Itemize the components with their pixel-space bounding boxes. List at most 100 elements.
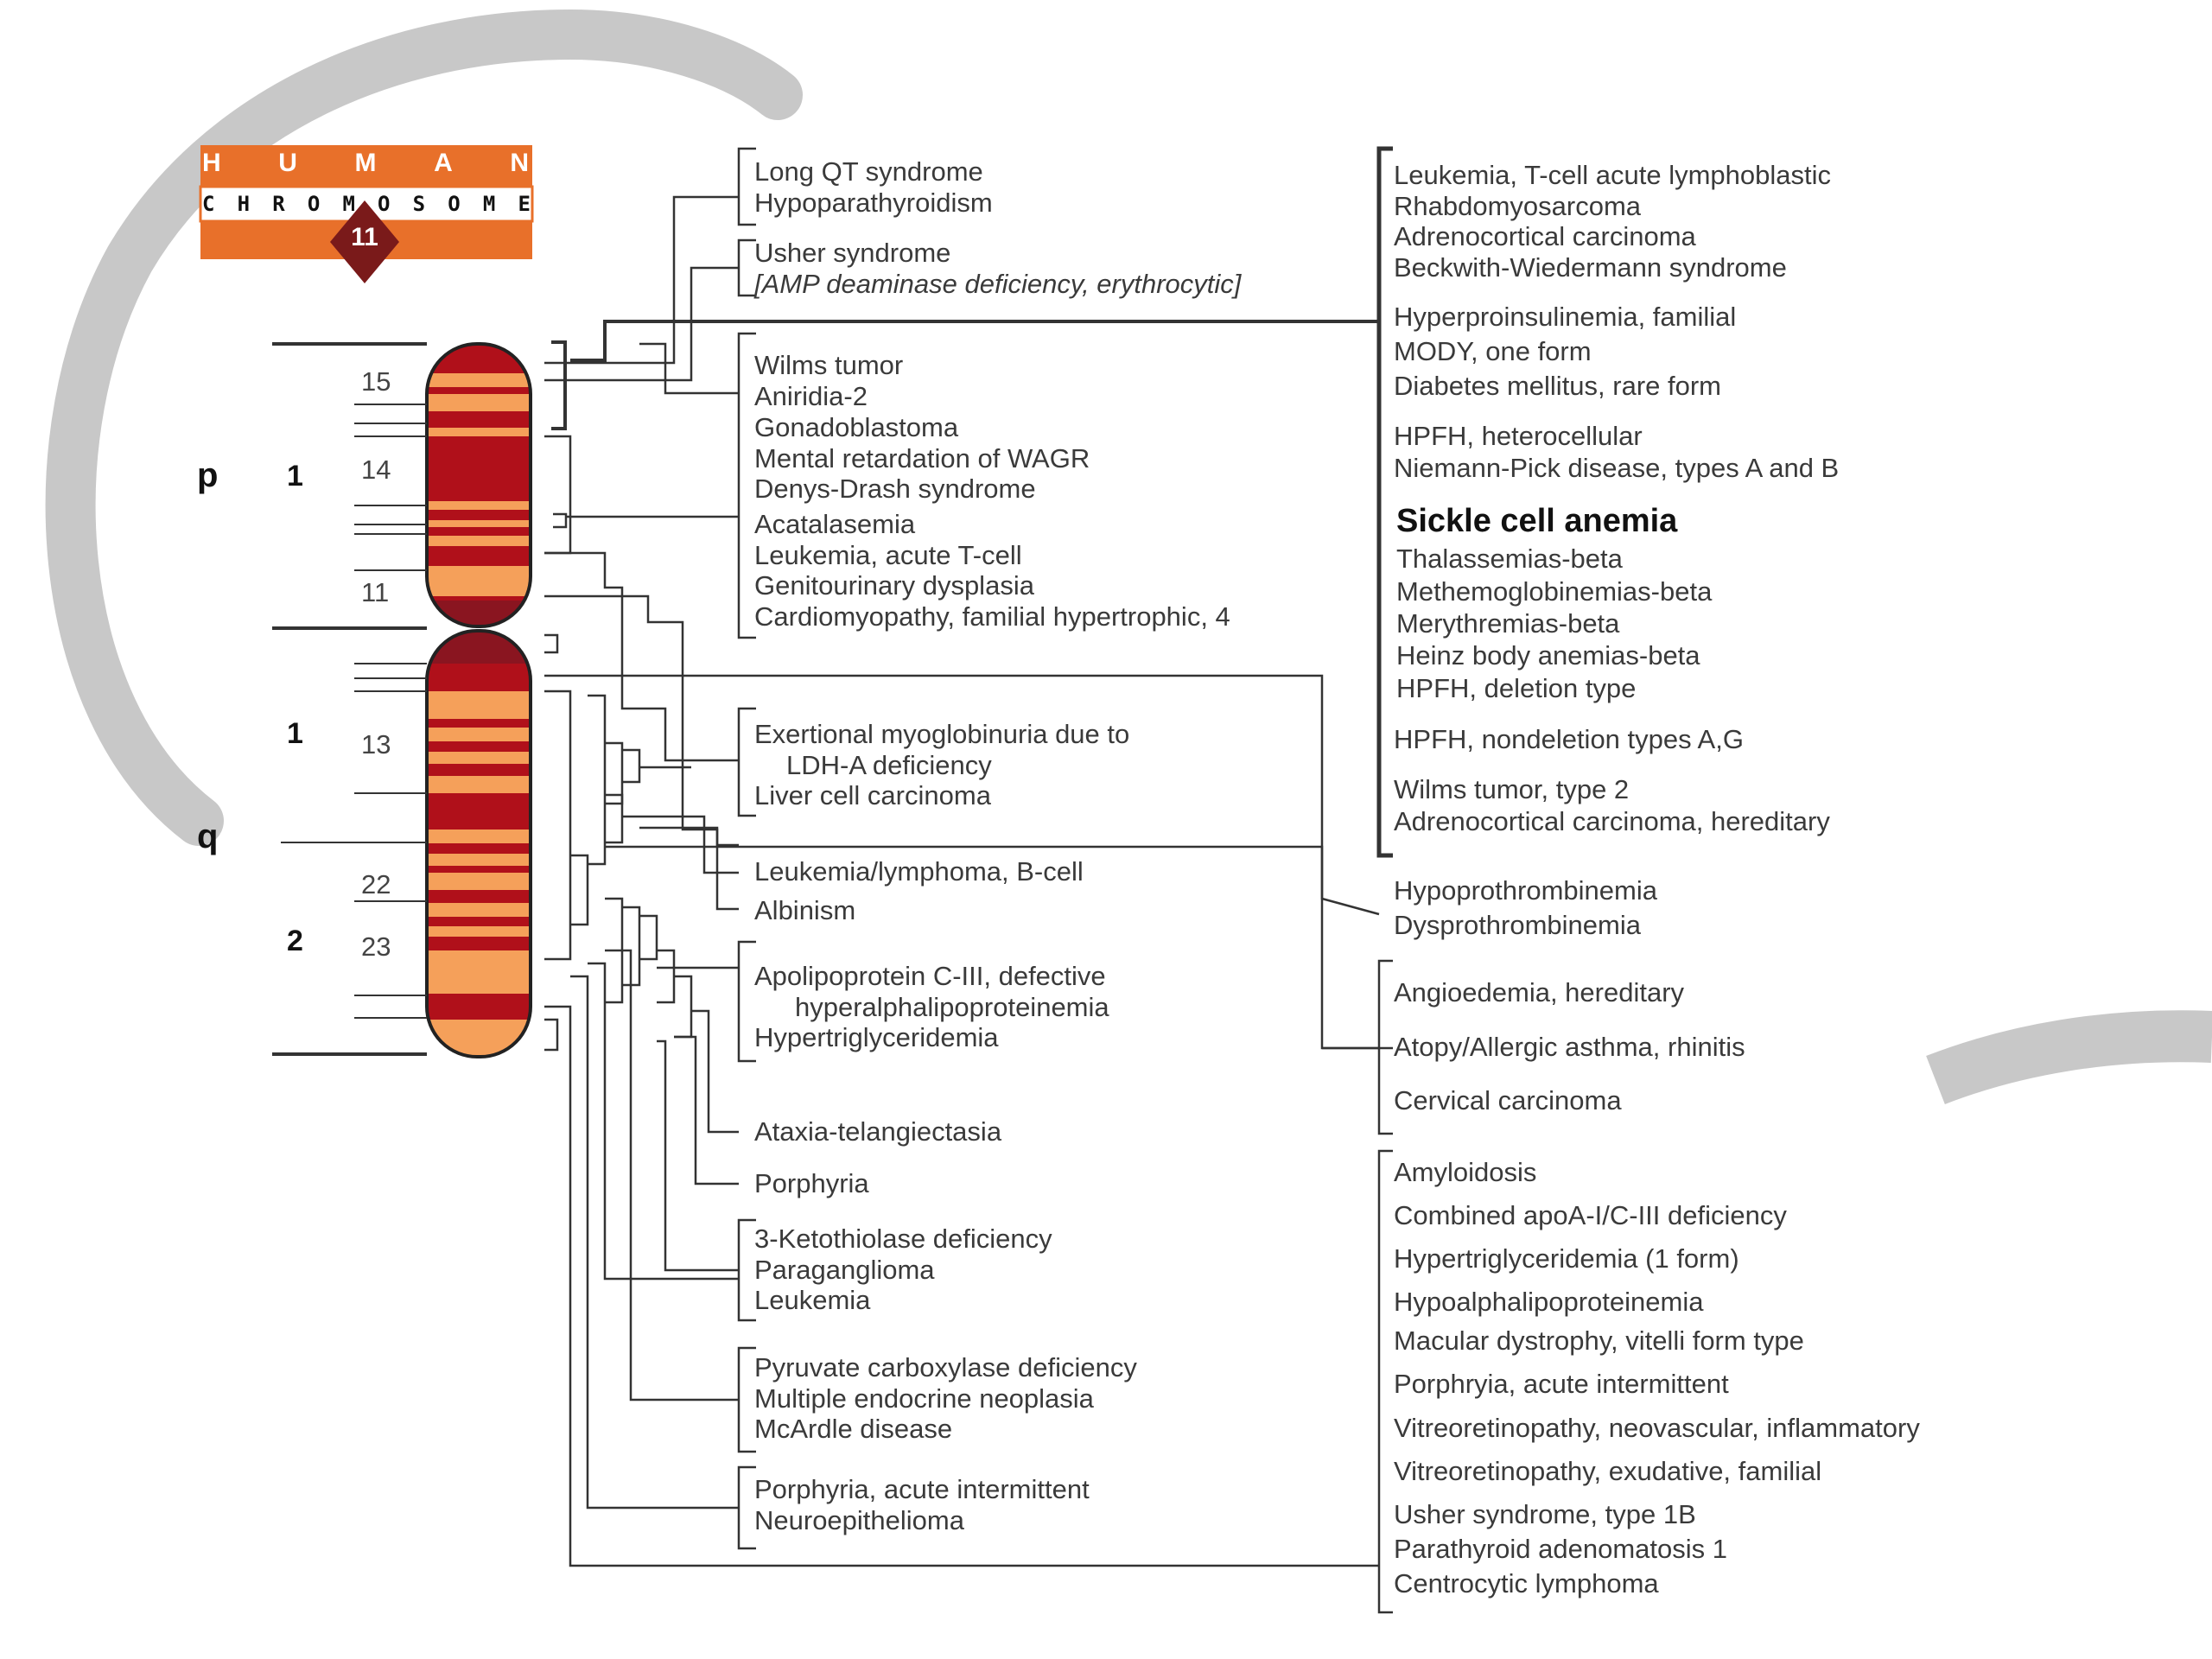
arm-label-q: q — [197, 817, 219, 855]
band-label: 14 — [361, 454, 391, 485]
disease-label: Aniridia-2 — [754, 381, 868, 411]
disease-label: Leukemia/lymphoma, B-cell — [754, 856, 1084, 887]
logo-letter: S — [412, 192, 426, 216]
disease-label: Usher syndrome — [754, 238, 951, 268]
disease-label: Thalassemias-beta — [1396, 543, 1623, 574]
disease-label: Exertional myoglobinuria due to — [754, 719, 1130, 749]
band-label: 15 — [361, 366, 391, 397]
band-label: 23 — [361, 931, 391, 962]
disease-label: Amyloidosis — [1394, 1157, 1537, 1187]
logo-word-chromosome: C H R O M O S O M E — [202, 192, 531, 216]
disease-label: Niemann-Pick disease, types A and B — [1394, 453, 1840, 483]
disease-label: Paraganglioma — [754, 1255, 935, 1285]
arm-label-p: p — [197, 456, 219, 494]
disease-label: Acatalasemia — [754, 509, 916, 539]
chromosome-ideogram — [425, 342, 532, 1058]
region-label: 1 — [287, 460, 303, 493]
band-tick-lines — [272, 342, 427, 1056]
disease-label: Dysprothrombinemia — [1394, 910, 1641, 940]
logo-letter: O — [448, 192, 461, 216]
disease-label: Adrenocortical carcinoma — [1394, 221, 1696, 251]
disease-label: Parathyroid adenomatosis 1 — [1394, 1534, 1728, 1564]
disease-label: Angioedemia, hereditary — [1394, 977, 1685, 1007]
disease-label: Hypertriglyceridemia — [754, 1022, 999, 1052]
band-label: 13 — [361, 729, 391, 760]
logo-word-human: H U M A N — [202, 149, 531, 178]
disease-label: Combined apoA-I/C-III deficiency — [1394, 1200, 1787, 1230]
logo-letter: H — [237, 192, 251, 216]
disease-label: Atopy/Allergic asthma, rhinitis — [1394, 1032, 1745, 1062]
disease-label: Long QT syndrome — [754, 156, 983, 187]
logo-letter: O — [378, 192, 391, 216]
disease-label: McArdle disease — [754, 1414, 953, 1444]
disease-label: Hyperproinsulinemia, familial — [1394, 302, 1737, 332]
region-label: 1 — [287, 717, 303, 750]
disease-label: Wilms tumor, type 2 — [1394, 774, 1630, 804]
disease-label: Usher syndrome, type 1B — [1394, 1499, 1696, 1529]
disease-label: Cervical carcinoma — [1394, 1085, 1622, 1116]
band-label: 22 — [361, 869, 391, 899]
logo-letter: R — [272, 192, 285, 216]
disease-label: Leukemia, T-cell acute lymphoblastic — [1394, 160, 1832, 190]
disease-label: HPFH, deletion type — [1396, 673, 1637, 703]
disease-label-highlighted: Sickle cell anemia — [1396, 503, 1678, 539]
logo-letter: E — [518, 192, 531, 216]
disease-label: Porphryia, acute intermittent — [1394, 1369, 1729, 1399]
disease-label: Centrocytic lymphoma — [1394, 1568, 1659, 1599]
swirl-decoration-right — [1926, 1010, 2212, 1104]
disease-label: Diabetes mellitus, rare form — [1394, 371, 1722, 401]
disease-label: Leukemia — [754, 1285, 871, 1315]
disease-label: Rhabdomyosarcoma — [1394, 191, 1642, 221]
disease-label: Vitreoretinopathy, neovascular, inflamma… — [1394, 1413, 1920, 1443]
disease-label: Genitourinary dysplasia — [754, 570, 1034, 601]
disease-label: Ataxia-telangiectasia — [754, 1116, 1002, 1147]
disease-label: HPFH, nondeletion types A,G — [1394, 724, 1744, 754]
region-label: 2 — [287, 925, 303, 957]
logo-letter: U — [278, 149, 299, 177]
disease-label: MODY, one form — [1394, 336, 1592, 366]
disease-label: 3-Ketothiolase deficiency — [754, 1224, 1052, 1254]
disease-label: [AMP deaminase deficiency, erythrocytic] — [754, 269, 1242, 299]
disease-label: Macular dystrophy, vitelli form type — [1394, 1325, 1804, 1356]
disease-label: Gonadoblastoma — [754, 412, 959, 442]
disease-label: Adrenocortical carcinoma, hereditary — [1394, 806, 1830, 836]
disease-label: Hypoparathyroidism — [754, 188, 993, 218]
connector-lines — [544, 146, 1393, 1614]
disease-label: Hypertriglyceridemia (1 form) — [1394, 1243, 1739, 1274]
disease-label: Vitreoretinopathy, exudative, familial — [1394, 1456, 1822, 1486]
logo-letter: M — [342, 192, 355, 216]
band-label: 11 — [361, 577, 390, 607]
disease-label: Merythremias-beta — [1396, 608, 1620, 639]
disease-label: Cardiomyopathy, familial hypertrophic, 4 — [754, 601, 1230, 632]
logo-letter: O — [307, 192, 321, 216]
disease-label: Porphyria — [754, 1168, 869, 1198]
diamond-icon — [330, 200, 399, 283]
disease-label: Denys-Drash syndrome — [754, 474, 1036, 504]
disease-label: Heinz body anemias-beta — [1396, 640, 1700, 671]
disease-label: Neuroepithelioma — [754, 1505, 964, 1535]
disease-label: Pyruvate carboxylase deficiency — [754, 1352, 1137, 1382]
logo-letter: A — [434, 149, 454, 177]
disease-label: Liver cell carcinoma — [754, 780, 991, 810]
disease-label: Hypoalphalipoproteinemia — [1394, 1287, 1704, 1317]
logo-chromosome-11 — [199, 145, 534, 283]
logo-letter: M — [482, 192, 496, 216]
disease-label: hyperalphalipoproteinemia — [795, 992, 1109, 1022]
disease-label: HPFH, heterocellular — [1394, 421, 1643, 451]
disease-label: LDH-A deficiency — [786, 750, 992, 780]
logo-letter: C — [202, 192, 215, 216]
logo-letter: M — [354, 149, 378, 177]
disease-label: Wilms tumor — [754, 350, 904, 380]
disease-label: Apolipoprotein C-III, defective — [754, 961, 1106, 991]
logo-chromosome-number: 11 — [351, 223, 378, 251]
disease-label: Albinism — [754, 895, 856, 925]
disease-label: Porphyria, acute intermittent — [754, 1474, 1090, 1504]
disease-label: Multiple endocrine neoplasia — [754, 1383, 1094, 1414]
disease-label: Methemoglobinemias-beta — [1396, 576, 1713, 607]
disease-label: Beckwith-Wiedermann syndrome — [1394, 252, 1787, 283]
disease-label: Hypoprothrombinemia — [1394, 875, 1657, 906]
disease-label: Mental retardation of WAGR — [754, 443, 1090, 474]
logo-letter: H — [202, 149, 223, 177]
